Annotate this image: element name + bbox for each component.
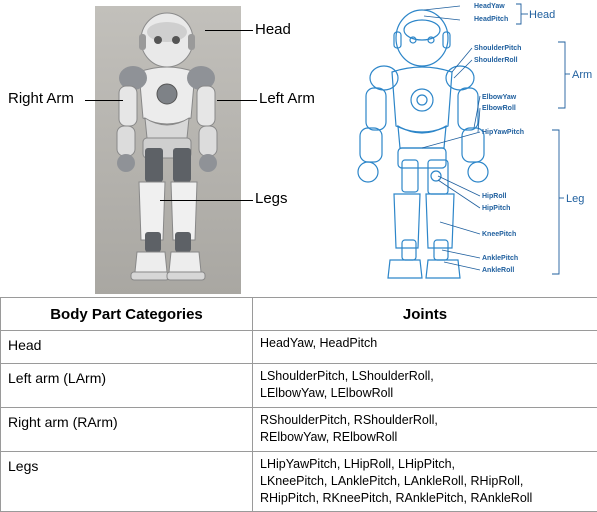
- joint-label-head-yaw: HeadYaw: [474, 3, 505, 10]
- group-label-leg: Leg: [566, 193, 584, 205]
- robot-figure: [95, 6, 241, 294]
- group-label-arm: Arm: [572, 69, 592, 81]
- joint-label-elbow-roll: ElbowRoll: [482, 105, 516, 112]
- robot-photo: [95, 6, 241, 294]
- joint-label-shoulder-roll: ShoulderRoll: [474, 57, 518, 64]
- joints-line: RHipPitch, RKneePitch, RAnklePitch, RAnk…: [260, 490, 590, 507]
- joint-label-hip-roll: HipRoll: [482, 193, 507, 200]
- category-cell: Left arm (LArm): [1, 364, 253, 408]
- table-row: Head HeadYaw, HeadPitch: [1, 331, 597, 364]
- header-joints: Joints: [253, 298, 597, 331]
- joint-label-knee-pitch: KneePitch: [482, 231, 516, 238]
- joints-line: LHipYawPitch, LHipRoll, LHipPitch,: [260, 456, 590, 473]
- joints-line: LShoulderPitch, LShoulderRoll,: [260, 368, 590, 385]
- joint-label-hip-yaw-pitch: HipYawPitch: [482, 129, 524, 136]
- joints-line: RElbowYaw, RElbowRoll: [260, 429, 590, 446]
- label-head: Head: [255, 21, 291, 38]
- category-cell: Head: [1, 331, 253, 364]
- joints-cell: RShoulderPitch, RShoulderRoll, RElbowYaw…: [253, 408, 597, 452]
- joints-line: LElbowYaw, LElbowRoll: [260, 385, 590, 402]
- legs-leader-line: [160, 200, 253, 201]
- header-body-part-categories: Body Part Categories: [1, 298, 253, 331]
- label-left-arm: Left Arm: [259, 90, 315, 107]
- joint-categories-table: Body Part Categories Joints Head HeadYaw…: [0, 297, 597, 512]
- joints-cell: LShoulderPitch, LShoulderRoll, LElbowYaw…: [253, 364, 597, 408]
- table-row: Left arm (LArm) LShoulderPitch, LShoulde…: [1, 364, 597, 408]
- table-row: Right arm (RArm) RShoulderPitch, RShould…: [1, 408, 597, 452]
- joints-cell: LHipYawPitch, LHipRoll, LHipPitch, LKnee…: [253, 452, 597, 512]
- head-leader-line: [205, 30, 253, 31]
- joints-cell: HeadYaw, HeadPitch: [253, 331, 597, 364]
- label-right-arm: Right Arm: [8, 90, 74, 107]
- group-brackets: [516, 4, 570, 274]
- joint-label-ankle-roll: AnkleRoll: [482, 267, 514, 274]
- robot-outline: [358, 10, 488, 278]
- left-arm-leader-line: [217, 100, 257, 101]
- joints-line: LKneePitch, LAnklePitch, LAnkleRoll, RHi…: [260, 473, 590, 490]
- joints-line: HeadYaw, HeadPitch: [260, 335, 590, 352]
- category-cell: Legs: [1, 452, 253, 512]
- joint-diagram: HeadYaw HeadPitch ShoulderPitch Shoulder…: [312, 0, 597, 290]
- joint-label-ankle-pitch: AnklePitch: [482, 255, 518, 262]
- joint-leader-lines: [422, 6, 480, 270]
- table-header-row: Body Part Categories Joints: [1, 298, 597, 331]
- joints-line: RShoulderPitch, RShoulderRoll,: [260, 412, 590, 429]
- right-arm-leader-line: [85, 100, 123, 101]
- joint-label-elbow-yaw: ElbowYaw: [482, 94, 517, 101]
- joint-label-hip-pitch: HipPitch: [482, 205, 510, 212]
- joint-label-shoulder-pitch: ShoulderPitch: [474, 45, 521, 52]
- robot-line-drawing: HeadYaw HeadPitch ShoulderPitch Shoulder…: [312, 0, 597, 290]
- joint-label-head-pitch: HeadPitch: [474, 16, 508, 23]
- label-legs: Legs: [255, 190, 288, 207]
- category-cell: Right arm (RArm): [1, 408, 253, 452]
- group-label-head: Head: [529, 9, 555, 21]
- table-row: Legs LHipYawPitch, LHipRoll, LHipPitch, …: [1, 452, 597, 512]
